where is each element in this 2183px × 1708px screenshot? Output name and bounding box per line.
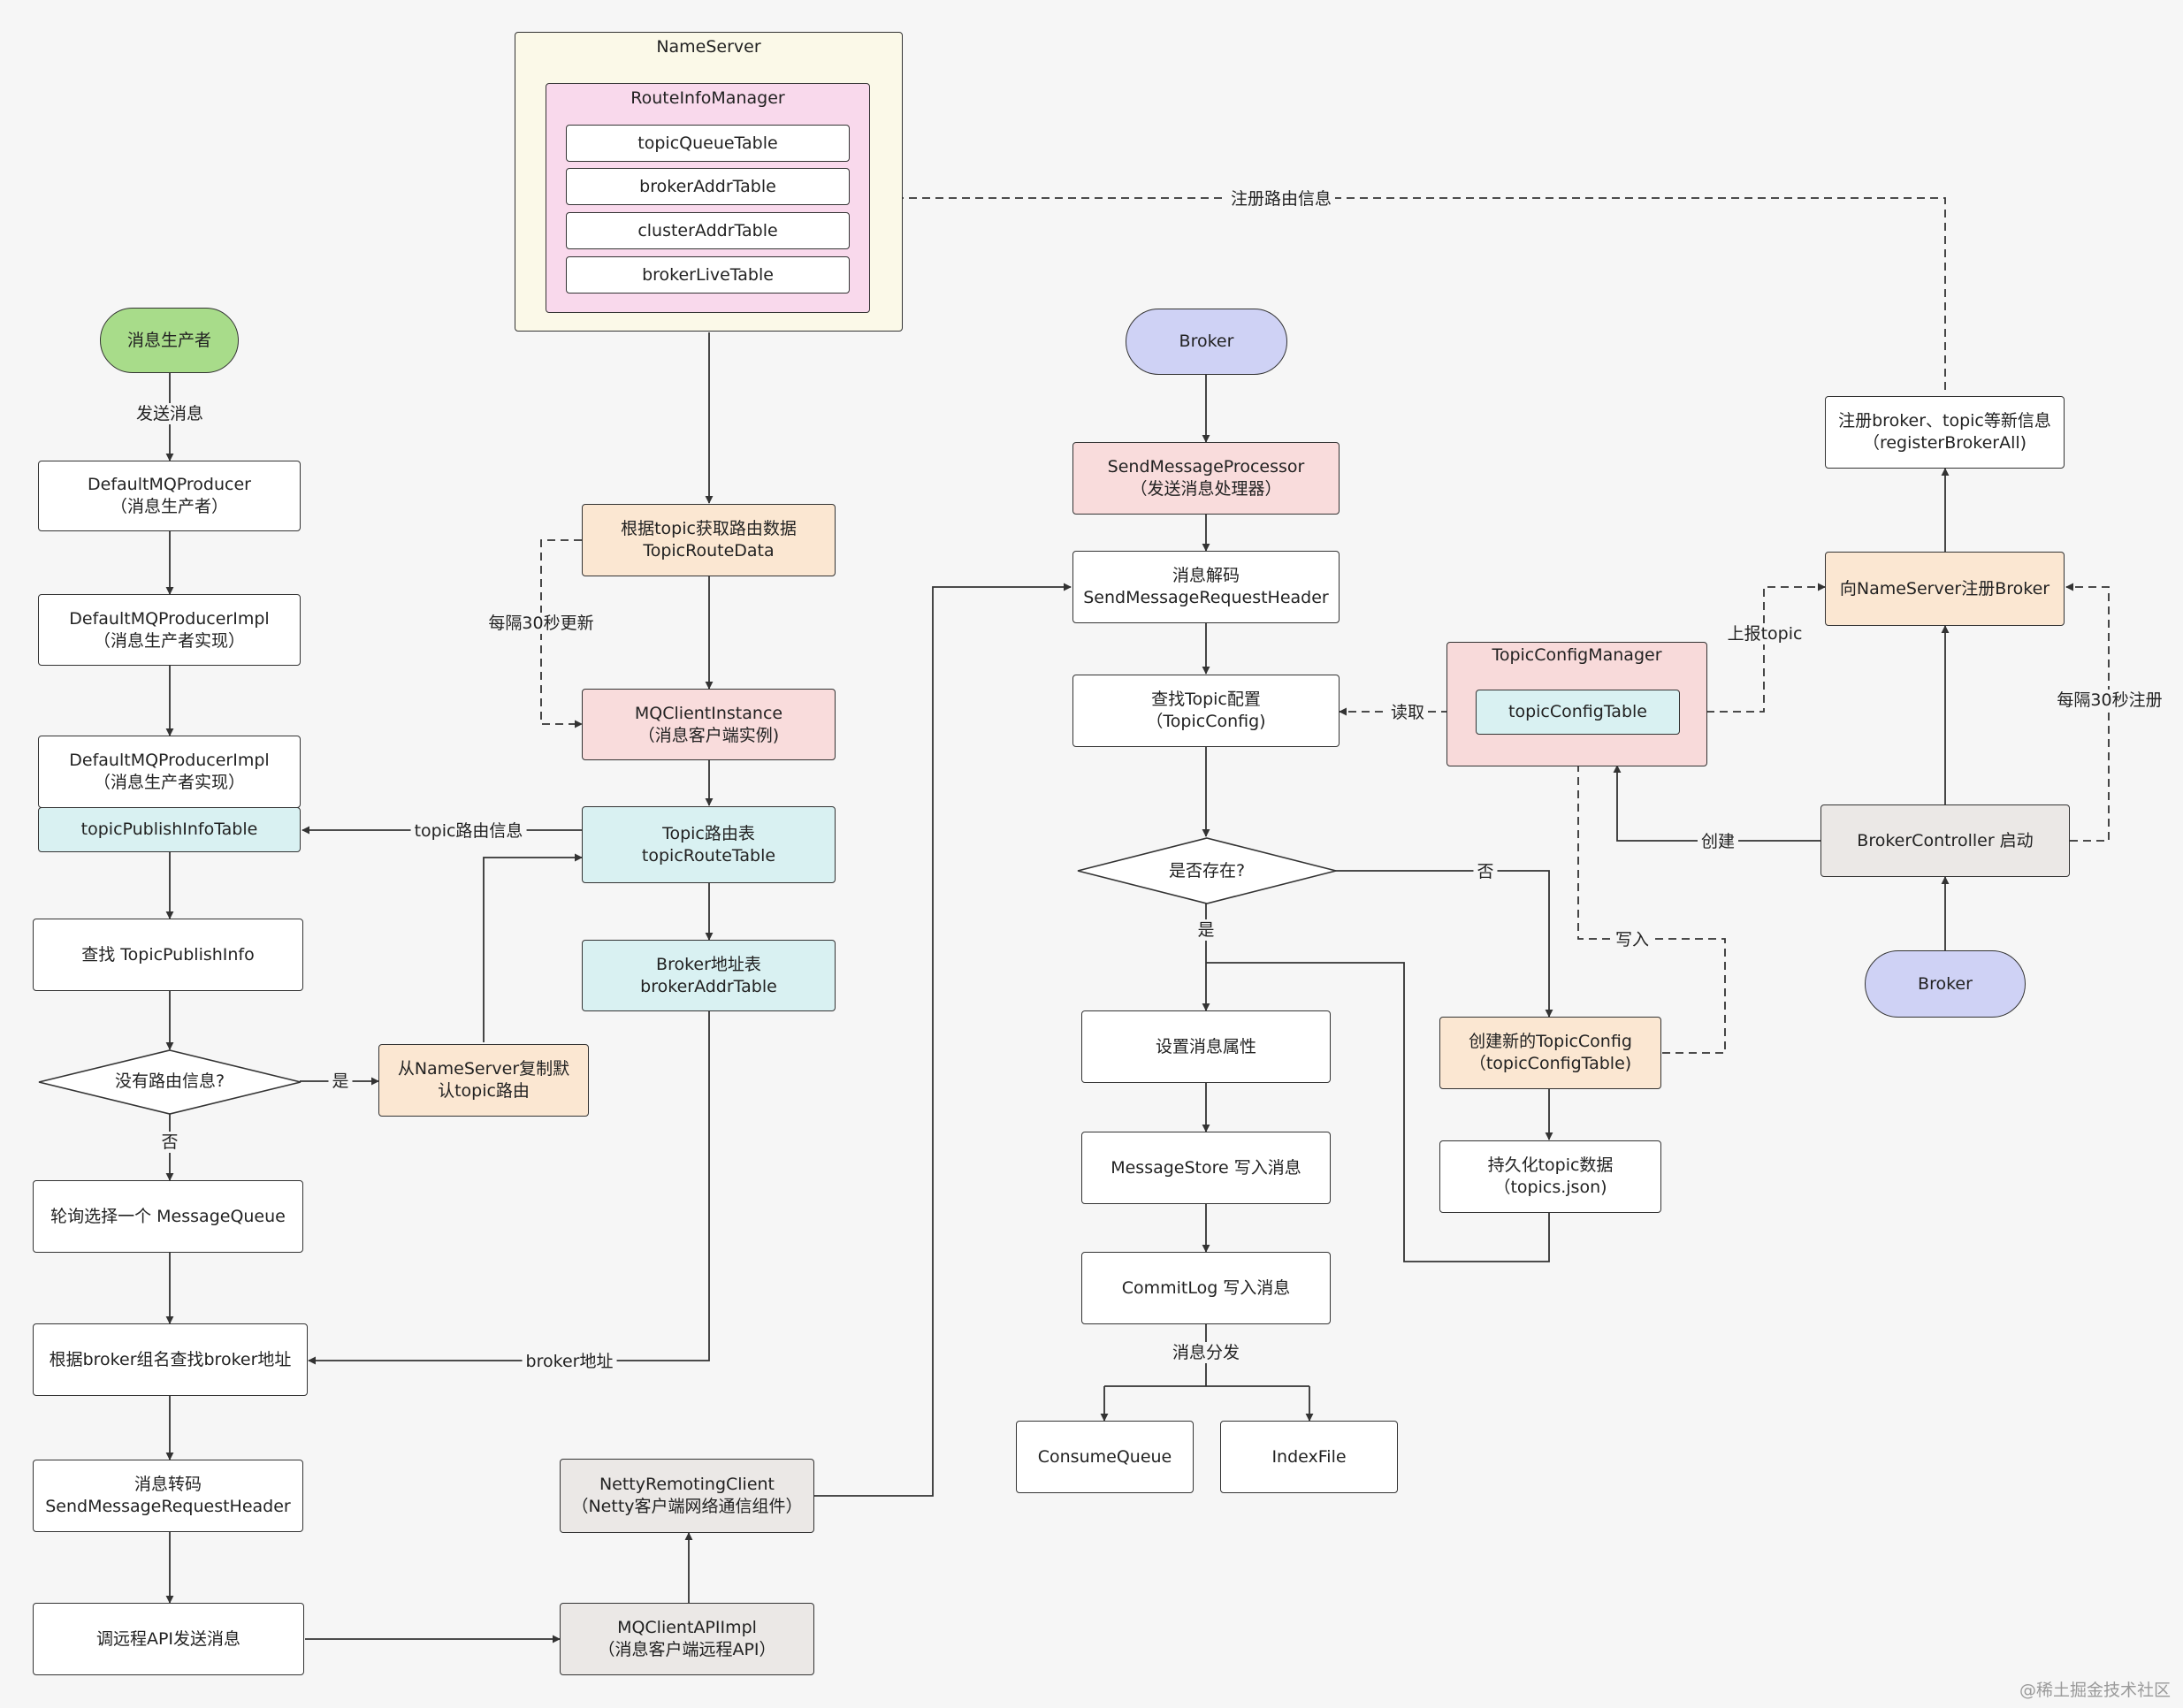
remote-send: 调远程API发送消息 [33, 1603, 304, 1675]
copy-default-topic-route: 从NameServer复制默 认topic路由 [378, 1044, 589, 1117]
find-topic-publish-info: 查找 TopicPublishInfo [33, 919, 303, 991]
label-broker-address: broker地址 [522, 1351, 617, 1372]
find-broker-address: 根据broker组名查找broker地址 [33, 1323, 308, 1396]
no-route-decision-shape [38, 1049, 301, 1115]
label-yes-1: 是 [328, 1071, 353, 1092]
table-broker-addr: brokerAddrTable [566, 168, 850, 205]
edge-controller-create [1613, 765, 1820, 842]
no-route-decision: 没有路由信息? [114, 1071, 225, 1091]
exists-decision: 是否存在? [1168, 860, 1246, 881]
label-no-2: 否 [1473, 861, 1498, 882]
mq-client-api-impl: MQClientAPIImpl （消息客户端远程API） [560, 1603, 814, 1675]
producer-start: 消息生产者 [100, 308, 239, 373]
commitlog-write: CommitLog 写入消息 [1081, 1252, 1331, 1324]
consume-queue: ConsumeQueue [1016, 1421, 1194, 1493]
edge-addr-table-to-find-broker [308, 1011, 710, 1365]
message-store-write: MessageStore 写入消息 [1081, 1132, 1331, 1204]
register-broker-all: 注册broker、topic等新信息 （registerBrokerAll) [1825, 396, 2065, 469]
label-yes-2: 是 [1194, 919, 1218, 941]
label-read: 读取 [1386, 702, 1429, 723]
edge-persist-merge [1206, 962, 1550, 1262]
broker-side-start: Broker [1865, 950, 2026, 1018]
edge-write-config [1574, 735, 1726, 1054]
table-cluster-addr: clusterAddrTable [566, 212, 850, 249]
get-topic-route-data: 根据topic获取路由数据 TopicRouteData [582, 504, 836, 576]
decode-message: 消息解码 SendMessageRequestHeader [1072, 551, 1340, 623]
mq-client-instance: MQClientInstance （消息客户端实例) [582, 689, 836, 760]
encode-message: 消息转码 SendMessageRequestHeader [33, 1460, 303, 1532]
register-broker-to-nameserver: 向NameServer注册Broker [1825, 552, 2065, 626]
edge-register-route-info [871, 194, 1946, 390]
watermark: @稀土掘金技术社区 [2019, 1681, 2171, 1700]
find-topic-config: 查找Topic配置 （TopicConfig) [1072, 675, 1340, 747]
exists-decision-shape [1077, 837, 1337, 904]
label-send-message: 发送消息 [132, 403, 208, 424]
label-dispatch: 消息分发 [1168, 1342, 1244, 1363]
select-message-queue: 轮询选择一个 MessageQueue [33, 1180, 303, 1253]
set-message-props: 设置消息属性 [1081, 1010, 1331, 1083]
default-mq-producer-impl-2: DefaultMQProducerImpl （消息生产者实现） [38, 736, 301, 808]
route-info-manager-title: RouteInfoManager [630, 88, 785, 108]
label-register-route: 注册路由信息 [1226, 188, 1336, 210]
broker-start: Broker [1126, 309, 1287, 375]
broker-controller-start: BrokerController 启动 [1820, 804, 2070, 877]
topic-publish-info-table: topicPublishInfoTable [38, 807, 301, 852]
label-register-30s: 每隔30秒注册 [2053, 690, 2166, 711]
topic-config-table: topicConfigTable [1476, 690, 1680, 735]
persist-topic-data: 持久化topic数据 （topics.json) [1439, 1140, 1661, 1213]
topic-config-manager-title: TopicConfigManager [1492, 645, 1662, 665]
send-message-processor: SendMessageProcessor （发送消息处理器） [1072, 442, 1340, 515]
edge-copy-to-route-table [483, 853, 583, 1042]
topic-route-table: Topic路由表 topicRouteTable [582, 806, 836, 883]
edge-exists-no [1335, 870, 1553, 1018]
edge-report-topic [1680, 583, 1826, 713]
edge-periodic-register [2065, 583, 2110, 842]
default-mq-producer: DefaultMQProducer （消息生产者） [38, 461, 301, 531]
default-mq-producer-impl: DefaultMQProducerImpl （消息生产者实现） [38, 594, 301, 666]
label-report-topic: 上报topic [1723, 623, 1806, 644]
label-no-1: 否 [157, 1132, 182, 1153]
label-create: 创建 [1697, 831, 1739, 852]
create-topic-config: 创建新的TopicConfig （topicConfigTable) [1439, 1017, 1661, 1089]
table-topic-queue: topicQueueTable [566, 125, 850, 162]
broker-addr-table: Broker地址表 brokerAddrTable [582, 940, 836, 1011]
label-topic-route-info: topic路由信息 [410, 820, 527, 842]
index-file: IndexFile [1220, 1421, 1398, 1493]
table-broker-live: brokerLiveTable [566, 256, 850, 294]
nameserver-title: NameServer [656, 37, 761, 57]
edge-netty-to-decode [814, 583, 1072, 1497]
label-update-30s: 每隔30秒更新 [485, 613, 598, 634]
label-write: 写入 [1611, 929, 1653, 950]
netty-remoting-client: NettyRemotingClient （Netty客户端网络通信组件） [560, 1459, 814, 1533]
